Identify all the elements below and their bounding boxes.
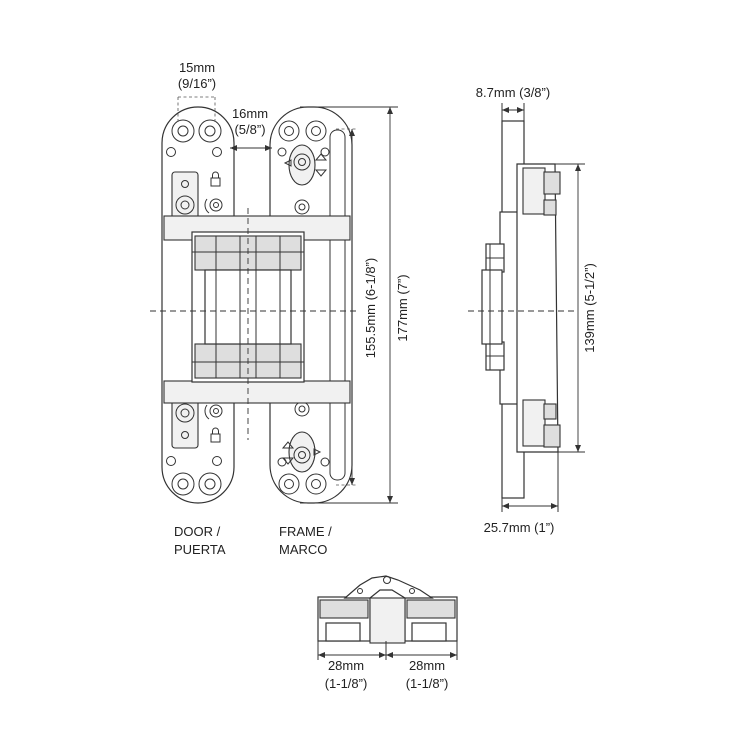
padlock-icon <box>210 171 221 187</box>
dimension-8-7mm: 8.7mm (3/8”) <box>476 85 550 121</box>
top-view <box>317 575 458 644</box>
frame-label: FRAME / <box>279 524 332 539</box>
dimension-16mm: 16mm (5/8”) <box>230 106 272 151</box>
dimension-label: 139mm (5-1/2”) <box>582 263 597 353</box>
dimension-25-7mm: 25.7mm (1”) <box>484 452 559 535</box>
adjustment-cam-icon <box>204 198 223 214</box>
dimension-label: 25.7mm (1”) <box>484 520 555 535</box>
dimension-label: (5/8”) <box>234 122 265 137</box>
dimension-label: 155.5mm (6-1/8”) <box>363 258 378 358</box>
dimension-label: (1-1/8”) <box>325 676 368 691</box>
padlock-icon <box>210 427 221 443</box>
dimension-15mm: 15mm (9/16”) <box>177 60 216 122</box>
dimension-28mm-left: 28mm (1-1/8”) <box>317 641 387 691</box>
frame-label: MARCO <box>279 542 327 557</box>
side-view <box>481 120 561 499</box>
dimension-label: 28mm <box>328 658 364 673</box>
dimension-label: 8.7mm (3/8”) <box>476 85 550 100</box>
door-label: DOOR / <box>174 524 221 539</box>
dimension-177mm: 177mm (7”) <box>300 106 410 504</box>
dimension-139mm: 139mm (5-1/2”) <box>555 163 597 453</box>
dimension-label: (9/16”) <box>178 76 216 91</box>
adjustment-cam-icon <box>204 404 223 420</box>
dimension-28mm-right: 28mm (1-1/8”) <box>386 641 458 691</box>
dimension-label: 28mm <box>409 658 445 673</box>
dimension-label: 15mm <box>179 60 215 75</box>
door-label: PUERTA <box>174 542 226 557</box>
dimension-label: 177mm (7”) <box>395 274 410 341</box>
dimension-label: 16mm <box>232 106 268 121</box>
dimension-label: (1-1/8”) <box>406 676 449 691</box>
dimension-155mm: 155.5mm (6-1/8”) <box>336 128 378 486</box>
